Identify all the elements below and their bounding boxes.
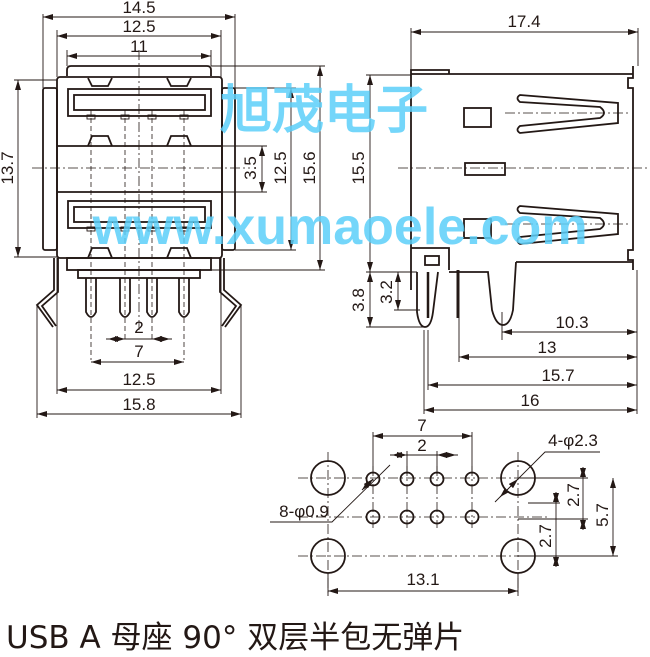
dim-height-15-5: 15.5	[349, 151, 368, 184]
dim-height-15-6: 15.6	[300, 151, 319, 184]
dim-13-1: 13.1	[406, 570, 439, 589]
pcb-footprint: 7 2 4-φ2.3 8-φ0.9 2.7 5.7 2.7 13.1	[270, 416, 618, 596]
dim-3-5: 3.5	[241, 156, 260, 180]
dim-pin-pitch-2: 2	[417, 436, 426, 455]
pin	[119, 278, 131, 318]
pin	[146, 278, 158, 318]
dim-pin-span-7: 7	[417, 416, 426, 435]
dim-bottom-15-8: 15.8	[122, 395, 155, 414]
dim-width-11: 11	[130, 37, 148, 56]
drawing-title: USB A 母座 90° 双层半包无弹片	[6, 620, 464, 656]
dim-lower-2-7: 2.7	[536, 524, 555, 548]
label-pin-holes: 8-φ0.9	[279, 502, 329, 521]
watermark-cn: 旭茂电子	[220, 81, 428, 141]
dim-depth-17-4: 17.4	[507, 12, 540, 31]
side-view: 17.4 15.5 3.8 3.2 10.3 13 15.7 16	[349, 12, 650, 414]
dim-pitch-2: 2	[134, 318, 143, 337]
dim-7: 7	[134, 342, 143, 361]
dim-width-12-5: 12.5	[122, 17, 155, 36]
dim-bottom-12-5: 12.5	[122, 370, 155, 389]
dim-3-2: 3.2	[377, 280, 396, 304]
front-view: 14.5 12.5 11 13.7 3.5 12.5 15.6 2 7 12.5…	[0, 0, 325, 418]
dim-10-3: 10.3	[555, 313, 588, 332]
dim-row-2-7: 2.7	[564, 483, 583, 507]
dim-3-8: 3.8	[349, 288, 368, 312]
pin	[85, 278, 97, 318]
dim-height-12-5: 12.5	[271, 151, 290, 184]
label-mount-holes: 4-φ2.3	[548, 431, 598, 450]
dim-width-14-5: 14.5	[122, 0, 155, 17]
watermark-url: www.xumaoele.com	[91, 198, 587, 256]
dim-16: 16	[521, 391, 540, 410]
dim-height-13-7: 13.7	[0, 151, 17, 184]
pin	[178, 278, 190, 318]
dim-13: 13	[538, 338, 557, 357]
dim-5-7: 5.7	[593, 503, 612, 527]
dim-15-7: 15.7	[541, 366, 574, 385]
